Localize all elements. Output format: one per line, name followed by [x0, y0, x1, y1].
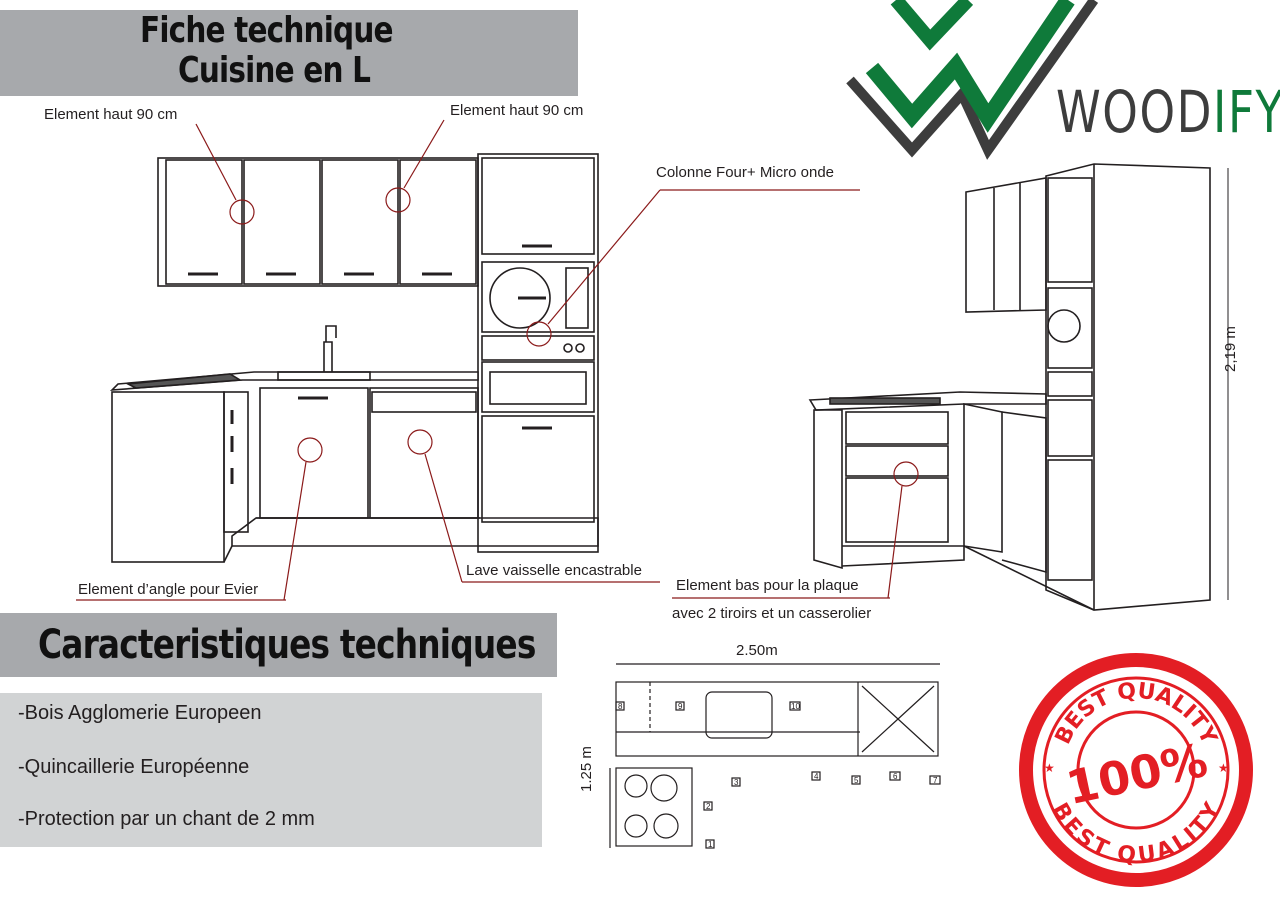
best-quality-seal: BEST QUALITY BEST QUALITY 100% ★★	[1019, 653, 1253, 887]
specs-title: Caracteristiques techniques	[38, 622, 536, 668]
callout-sink-corner: Element d’angle pour Evier	[78, 581, 259, 598]
brand-name: WOODIFY	[1056, 78, 1280, 146]
spec-item-material: -Bois Agglomerie Europeen	[18, 702, 262, 724]
specs-list	[0, 693, 542, 847]
plan-number: 1	[708, 840, 713, 849]
callout-oven-column: Colonne Four+ Micro onde	[656, 164, 835, 181]
page-title-line1: Fiche technique	[140, 10, 394, 51]
dimension-width: 2.50m	[736, 642, 778, 659]
brand-name-part2: IFY	[1213, 78, 1280, 146]
perspective-drawing	[808, 163, 1229, 611]
plan-number: 10	[791, 702, 800, 711]
brand-name-part1: WOOD	[1056, 78, 1214, 146]
plan-number: 8	[618, 702, 623, 711]
callout-dishwasher: Lave vaisselle encastrable	[466, 562, 642, 579]
plan-number: 5	[854, 776, 859, 785]
svg-text:★: ★	[1218, 761, 1229, 775]
plan-number: 9	[678, 702, 683, 711]
callout-hob-unit-line1: Element bas pour la plaque	[676, 577, 859, 594]
front-elevation-drawing	[109, 153, 599, 563]
callout-hob-unit-line2: avec 2 tiroirs et un casserolier	[672, 605, 872, 622]
dimension-height: 2,19 m	[1222, 326, 1239, 372]
callout-upper-right: Element haut 90 cm	[450, 102, 584, 119]
callout-upper-left: Element haut 90 cm	[44, 106, 178, 123]
plan-number: 2	[706, 802, 711, 811]
dimension-depth: 1.25 m	[578, 746, 595, 792]
floor-plan-drawing	[609, 663, 941, 849]
w-logo-icon	[846, 0, 1099, 160]
page-title-line2: Cuisine en L	[178, 50, 371, 91]
title-banner	[0, 10, 578, 96]
spec-item-hardware: -Quincaillerie Européenne	[18, 756, 250, 778]
spec-item-edge: -Protection par un chant de 2 mm	[18, 808, 315, 830]
svg-text:★: ★	[1044, 761, 1055, 775]
plan-number: 4	[814, 772, 819, 781]
plan-number: 7	[933, 776, 938, 785]
plan-number: 3	[734, 778, 739, 787]
plan-number: 6	[893, 772, 898, 781]
specs-banner	[0, 613, 557, 677]
